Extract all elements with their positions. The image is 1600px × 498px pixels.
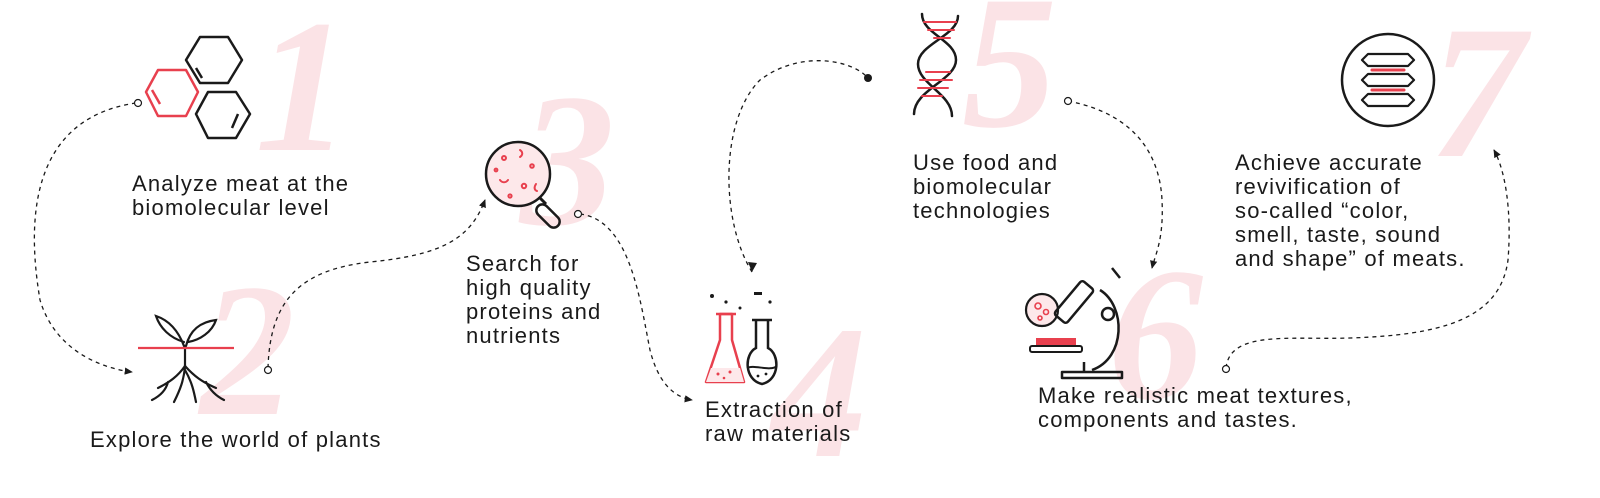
- step-7-number: 7: [1430, 0, 1525, 198]
- connector-6-to-7: [1225, 149, 1510, 369]
- connector-1-to-2: [33, 102, 137, 375]
- connector-end-5: [864, 74, 872, 82]
- spine-icon: [1340, 32, 1436, 128]
- connector-5-to-6: [1067, 100, 1163, 269]
- step-3-label: Search for high quality proteins and nut…: [466, 251, 602, 348]
- lab-flasks-icon: [704, 292, 778, 386]
- hexagon-molecule-icon: [144, 35, 252, 140]
- step-6-label: Make realistic meat textures, components…: [1038, 383, 1353, 432]
- step-2-number: 2: [200, 246, 295, 456]
- connector-start-1: [133, 98, 143, 108]
- dna-icon: [912, 12, 960, 118]
- connector-start-5: [1063, 96, 1073, 106]
- step-6-number: 6: [1108, 230, 1203, 440]
- step-4-label: Extraction of raw materials: [705, 397, 852, 446]
- step-1-label: Analyze meat at the biomolecular level: [132, 171, 350, 220]
- connector-4-to-5: [728, 60, 867, 273]
- step-5-number: 5: [962, 0, 1057, 168]
- connector-2-to-3: [267, 199, 486, 369]
- magnifier-icon: [484, 140, 561, 229]
- plant-roots-icon: [138, 314, 234, 404]
- step-1-number: 1: [255, 0, 350, 192]
- connector-arrow-4: [748, 262, 757, 272]
- step-7-label: Achieve accurate revivification of so-ca…: [1235, 150, 1466, 271]
- microscope-icon: [1024, 267, 1124, 380]
- step-4-number: 4: [772, 288, 867, 498]
- connector-3-to-4: [579, 213, 693, 403]
- step-5-label: Use food and biomolecular technologies: [913, 150, 1059, 223]
- connector-start-2: [263, 365, 273, 375]
- connector-start-3: [573, 209, 583, 219]
- connector-start-6: [1221, 364, 1231, 374]
- step-2-label: Explore the world of plants: [90, 427, 382, 452]
